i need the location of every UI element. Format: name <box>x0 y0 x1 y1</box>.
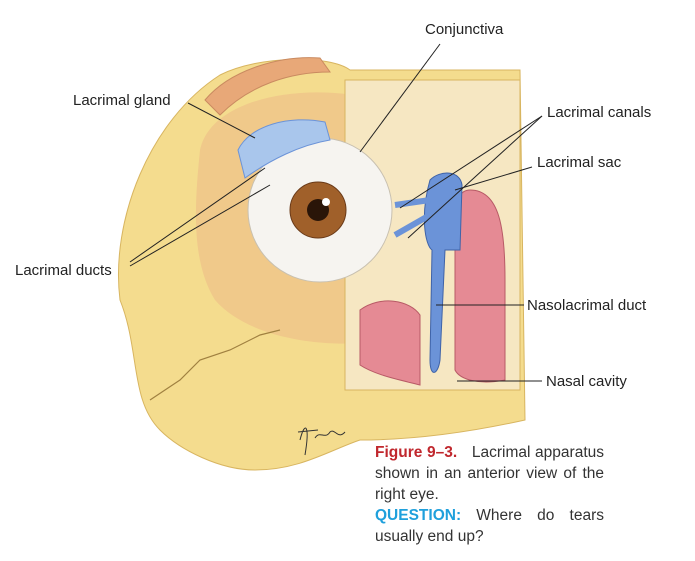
figure-caption: Figure 9–3. Lacrimal apparatus shown in … <box>375 442 604 547</box>
question-label: QUESTION: <box>375 507 462 524</box>
question-text: Where do tears usually end up? <box>375 507 604 545</box>
label-nasal-cavity: Nasal cavity <box>546 373 627 390</box>
artist-signature <box>297 427 346 456</box>
label-lacrimal-sac: Lacrimal sac <box>537 154 622 171</box>
label-lacrimal-gland: Lacrimal gland <box>73 92 171 109</box>
nasal-cavity <box>454 189 506 383</box>
lacrimal-gland <box>237 119 331 179</box>
lacrimal-canals <box>393 197 432 238</box>
caption-text: Lacrimal apparatus shown in an anterior … <box>375 444 605 503</box>
maxillary-sinus <box>359 300 421 386</box>
label-nasolacrimal-duct: Nasolacrimal duct <box>527 297 647 314</box>
figure-number: Figure 9–3. <box>375 444 458 461</box>
label-conjunctiva: Conjunctiva <box>425 21 504 38</box>
label-lacrimal-ducts: Lacrimal ducts <box>15 262 112 279</box>
brow-skin <box>204 57 331 116</box>
label-lacrimal-canals: Lacrimal canals <box>547 104 652 121</box>
leader-lines <box>129 43 543 382</box>
